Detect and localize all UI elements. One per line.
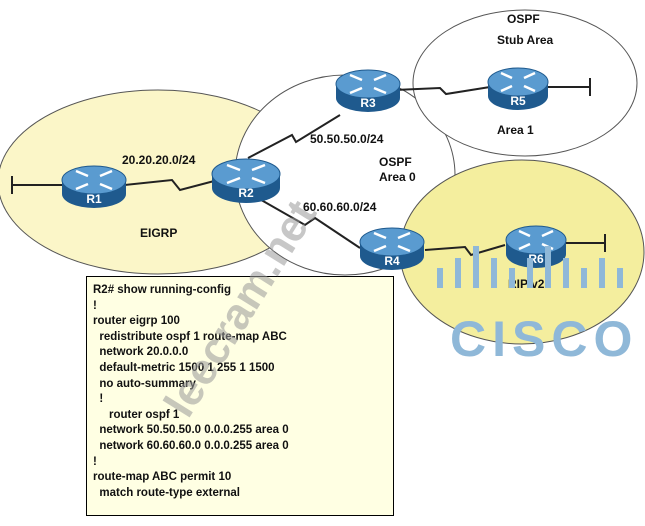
config-line: network 50.50.50.0 0.0.0.255 area 0 [93, 424, 289, 437]
router-r6: R6 [505, 225, 567, 268]
config-line: router ospf 1 [93, 408, 180, 421]
config-line: ! [93, 455, 97, 468]
config-line: network 60.60.60.0 0.0.0.255 area 0 [93, 439, 289, 452]
subnet-r2-r3-label: 50.50.50.0/24 [310, 132, 384, 146]
config-line: ! [93, 299, 97, 312]
running-config-box: R2# show running-config! router eigrp 100… [86, 276, 394, 516]
config-line: R2# show running-config [93, 284, 231, 296]
config-line: ! [93, 393, 104, 406]
ospf-stub-label-1: OSPF [507, 12, 540, 26]
router-r4: R4 [359, 227, 425, 270]
router-r3: R3 [335, 69, 401, 112]
router-r3-label: R3 [360, 96, 376, 110]
link-r1-r2 [124, 178, 219, 192]
router-r5: R5 [487, 67, 549, 110]
config-line: match route-type external [93, 486, 240, 499]
eigrp-label: EIGRP [140, 226, 177, 240]
config-line: network 20.0.0.0 [93, 346, 189, 359]
area1-label: Area 1 [497, 123, 534, 137]
config-line: router eigrp 100 [93, 315, 180, 328]
router-r2-label: R2 [238, 186, 254, 200]
config-line: redistribute ospf 1 route-map ABC [93, 330, 287, 343]
subnet-r2-r4-label: 60.60.60.0/24 [303, 200, 377, 214]
subnet-r1-r2-label: 20.20.20.0/24 [122, 153, 196, 167]
router-r1: R1 [61, 165, 127, 208]
cisco-logo-bars [437, 246, 623, 288]
cisco-logo: CISCO [437, 246, 638, 367]
config-line: no auto-summary [93, 377, 196, 390]
ospf-stub-label-2: Stub Area [497, 33, 554, 47]
link-r3-r5 [394, 86, 491, 96]
config-line: default-metric 1500 1 255 1 1500 [93, 361, 275, 374]
config-line: route-map ABC permit 10 [93, 471, 232, 484]
rip-label: RIP v2 [508, 277, 545, 291]
ospf-area0-label-2: Area 0 [379, 170, 416, 184]
link-r2-r3 [247, 114, 341, 159]
link-r2-r4 [255, 196, 361, 249]
link-r4-r6 [424, 244, 506, 257]
router-r5-label: R5 [510, 94, 526, 108]
router-r4-label: R4 [384, 254, 400, 268]
router-r2: R2 [211, 158, 281, 203]
ospf-area0-label-1: OSPF [379, 155, 412, 169]
cisco-logo-text: CISCO [450, 311, 638, 367]
router-r1-label: R1 [86, 192, 102, 206]
